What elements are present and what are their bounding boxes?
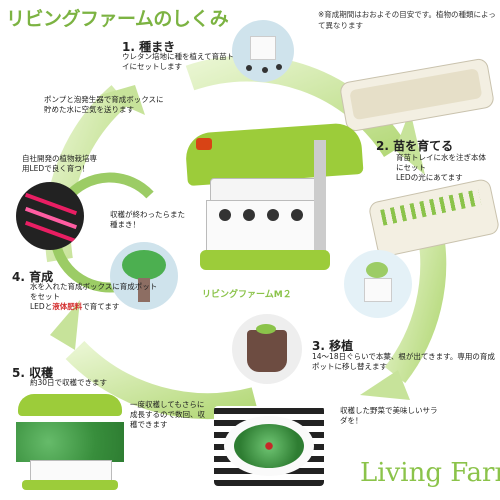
- harvest-device-photo: [12, 392, 128, 496]
- step4-heading: 4. 育成: [12, 270, 54, 284]
- cycle-center-text: 収穫が終わったらまた種まき！: [110, 210, 185, 229]
- step4-desc-b-post: で育てます: [82, 302, 120, 311]
- step4-desc-b-pre: LEDと: [30, 302, 53, 311]
- transplant-seedling-photo: [344, 250, 412, 318]
- page-title: リビングファームのしくみ: [6, 8, 229, 30]
- step2-desc: 育苗トレイに水を注ぎ本体にセット LEDの光にあてます: [396, 153, 492, 183]
- pump-unit: [196, 138, 212, 150]
- step2-desc-plain: 育苗トレイに水を注ぎ本体にセット: [396, 153, 486, 172]
- led-photo: [16, 182, 84, 250]
- seed-sowing-photo: [232, 20, 294, 82]
- led-description: 自社開発の植物栽培専用LEDで良く育つ！: [22, 154, 97, 173]
- transplant-pot-photo: [232, 314, 302, 384]
- brand-logo: Living Farm: [360, 458, 500, 488]
- regrow-text: 一度収穫してもさらに成長するので数回、収穫できます: [130, 400, 205, 429]
- step5-heading: 5. 収穫: [12, 366, 54, 380]
- step1-desc: ウレタン培地に種を植えて育苗トレイにセットします: [122, 52, 242, 71]
- growth-period-note: ※育成期間はおおよその目安です。植物の種類によって異なります: [318, 10, 496, 30]
- salad-text: 収穫した野菜で美味しいサラダを！: [340, 406, 438, 425]
- step4-desc-a: 水を入れた育成ボックスに育成ポットをセット: [30, 282, 158, 301]
- liquid-fertilizer-text: 液体肥料: [52, 302, 83, 311]
- pump-description: ポンプと泡発生器で育成ボックスに貯めた水に空気を送ります: [44, 95, 164, 114]
- device-base: [200, 250, 330, 270]
- step5-desc: 約30日で収穫できます: [30, 378, 108, 387]
- step3-desc: 14～18日ぐらいで本葉、根が出てきます。専用の育成ポットに移し替えます: [312, 352, 495, 371]
- step2-desc-led: LEDの光にあてます: [396, 173, 463, 182]
- growing-box: [206, 200, 326, 254]
- step4-desc: 水を入れた育成ボックスに育成ポットをセット LEDと液体肥料で育てます: [30, 282, 164, 312]
- step2-heading: 2. 苗を育てる: [376, 139, 454, 153]
- salad-photo: [214, 406, 324, 486]
- device-stand: [314, 140, 326, 250]
- growing-photo: [110, 242, 178, 310]
- product-name: リビングファームM２: [202, 290, 292, 300]
- urethane-cube: [250, 36, 276, 60]
- step1-heading: 1. 種まき: [122, 40, 176, 54]
- step3-heading: 3. 移植: [312, 339, 354, 353]
